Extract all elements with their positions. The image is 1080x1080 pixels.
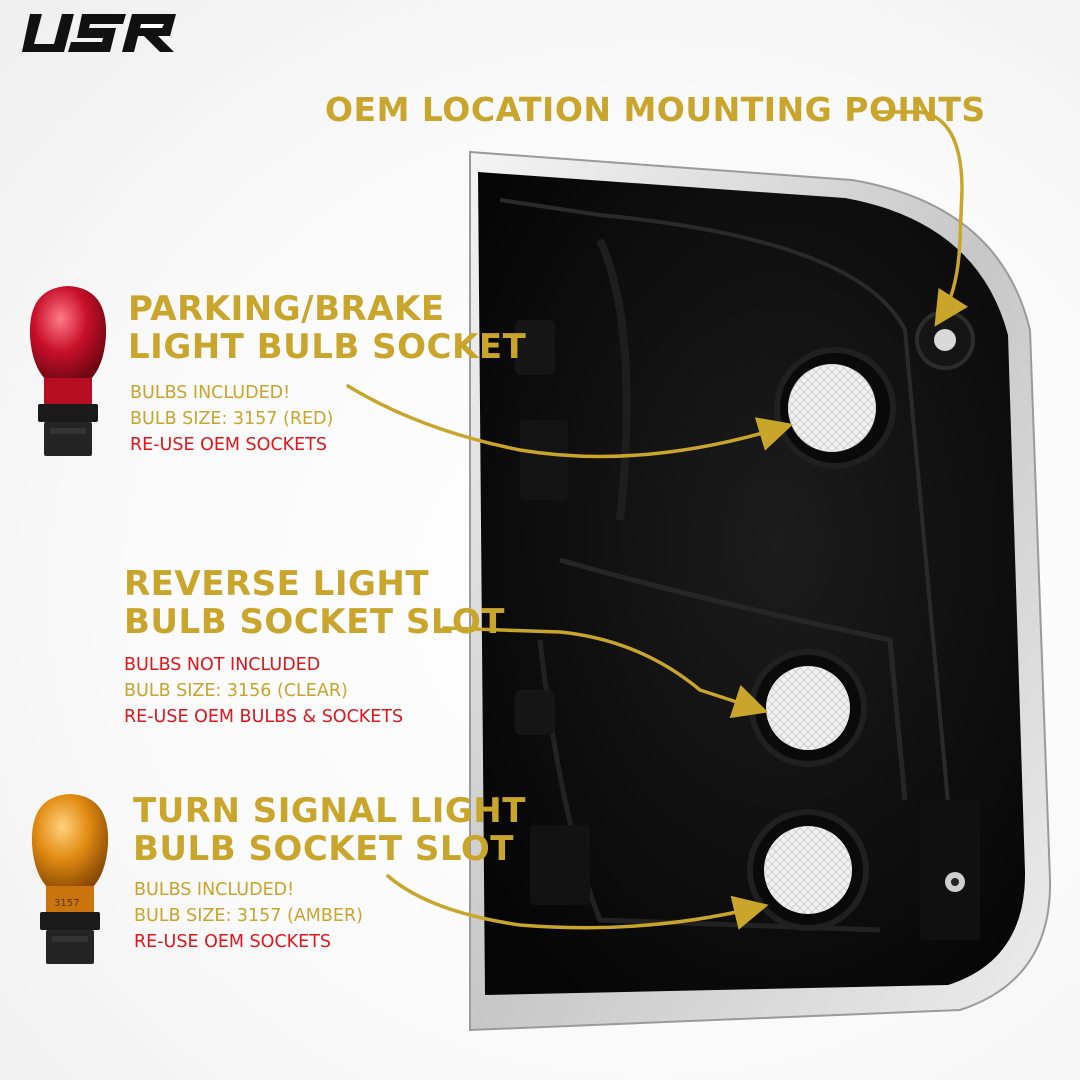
- turn-note-included: BULBS INCLUDED!: [134, 880, 295, 900]
- reverse-title-line1: REVERSE LIGHT: [124, 564, 430, 604]
- parking-notes: BULBS INCLUDED! BULB SIZE: 3157 (RED) RE…: [130, 380, 333, 458]
- parking-title-line1: PARKING/BRAKE: [128, 289, 445, 329]
- reverse-note-reuse: RE-USE OEM BULBS & SOCKETS: [124, 707, 404, 727]
- reverse-socket: [749, 649, 867, 767]
- turn-title-line1: TURN SIGNAL LIGHT: [133, 791, 526, 831]
- turn-signal-socket: [747, 809, 869, 931]
- mounting-points-heading: OEM LOCATION MOUNTING POINTS: [325, 90, 986, 129]
- parking-brake-socket: [774, 347, 896, 469]
- amber-bulb-icon: 3157: [31, 794, 109, 964]
- turn-signal-heading: TURN SIGNAL LIGHT BULB SOCKET SLOT: [133, 792, 526, 868]
- reverse-heading: REVERSE LIGHT BULB SOCKET SLOT: [124, 565, 505, 641]
- turn-note-reuse: RE-USE OEM SOCKETS: [134, 932, 331, 952]
- parking-brake-heading: PARKING/BRAKE LIGHT BULB SOCKET: [128, 290, 526, 366]
- mounting-point: [915, 310, 975, 370]
- reverse-title-line2: BULB SOCKET SLOT: [124, 602, 505, 643]
- mounting-points-title: OEM LOCATION MOUNTING POINTS: [325, 90, 986, 129]
- reverse-notes: BULBS NOT INCLUDED BULB SIZE: 3156 (CLEA…: [124, 652, 403, 730]
- reverse-note-size: BULB SIZE: 3156 (CLEAR): [124, 681, 348, 701]
- reverse-note-not-included: BULBS NOT INCLUDED: [124, 655, 321, 675]
- turn-note-size: BULB SIZE: 3157 (AMBER): [134, 906, 363, 926]
- parking-note-included: BULBS INCLUDED!: [130, 383, 291, 403]
- parking-note-reuse: RE-USE OEM SOCKETS: [130, 435, 327, 455]
- turn-title-line2: BULB SOCKET SLOT: [133, 829, 514, 870]
- red-bulb-icon: [29, 286, 107, 456]
- parking-note-size: BULB SIZE: 3157 (RED): [130, 409, 334, 429]
- turn-notes: BULBS INCLUDED! BULB SIZE: 3157 (AMBER) …: [134, 877, 363, 955]
- amber-bulb-label: 3157: [54, 898, 79, 909]
- parking-title-line2: LIGHT BULB SOCKET: [128, 327, 527, 368]
- usr-logo: [22, 14, 176, 52]
